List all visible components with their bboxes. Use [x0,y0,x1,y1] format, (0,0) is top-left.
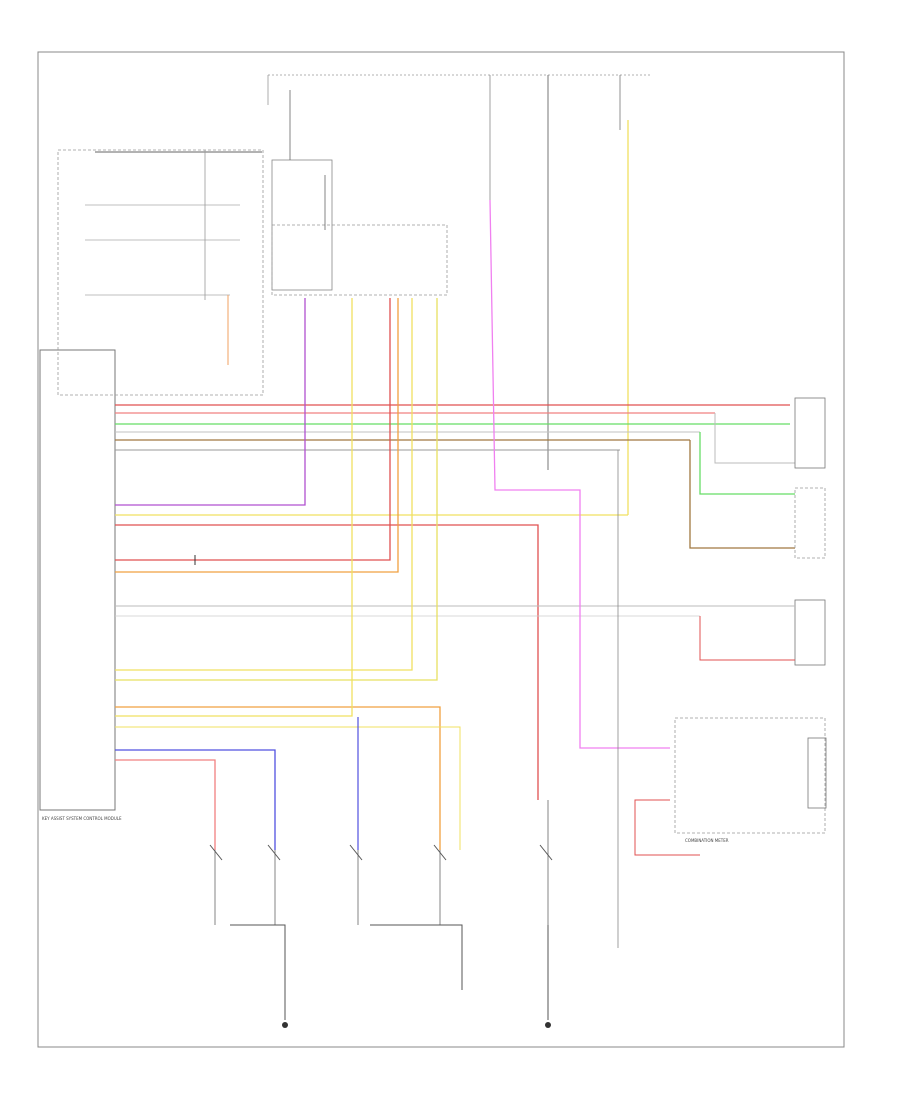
wire-red-2 [115,524,539,800]
wire-red-right [699,616,795,661]
relay-box-2 [271,224,448,296]
wire-yellow-5 [115,726,461,850]
wire-orange-2 [115,706,441,850]
switch-blade-3 [349,844,363,861]
wire-yellow-3 [115,298,438,681]
right-module-1 [794,397,826,469]
wire-blue [115,749,276,850]
combination-meter-label: COMBINATION METER [685,838,729,843]
switch-blade-4 [433,844,447,861]
meter-connector [807,737,827,809]
ground-left [230,924,286,1020]
combination-meter-box [674,717,826,834]
control-module-box [39,349,116,811]
switch-blade-2 [267,844,281,861]
wire-brown-drop [689,440,795,549]
wire-gray-drop [714,413,795,464]
control-module-label: KEY ASSIST SYSTEM CONTROL MODULE [42,816,122,821]
right-module-2 [794,487,826,559]
wire-pink-2 [115,759,216,850]
wire-magenta [489,199,670,749]
ground-mid [370,924,463,990]
switch-blade-1 [209,844,223,861]
right-module-3 [794,599,826,666]
wire-yellow-4 [115,298,353,717]
wire-red-3 [115,298,391,561]
wire-meter-red [634,799,700,856]
wire-green-drop [699,432,795,495]
ground-symbol-1 [282,1022,288,1028]
ground-symbol-2 [545,1022,551,1028]
wire-orange-1 [115,298,399,573]
diagram-border [37,51,845,1048]
wire-yellow-2 [115,298,413,671]
switch-blade-5 [539,844,553,861]
wire-violet [115,298,306,506]
left-upper-module-box [57,149,264,396]
